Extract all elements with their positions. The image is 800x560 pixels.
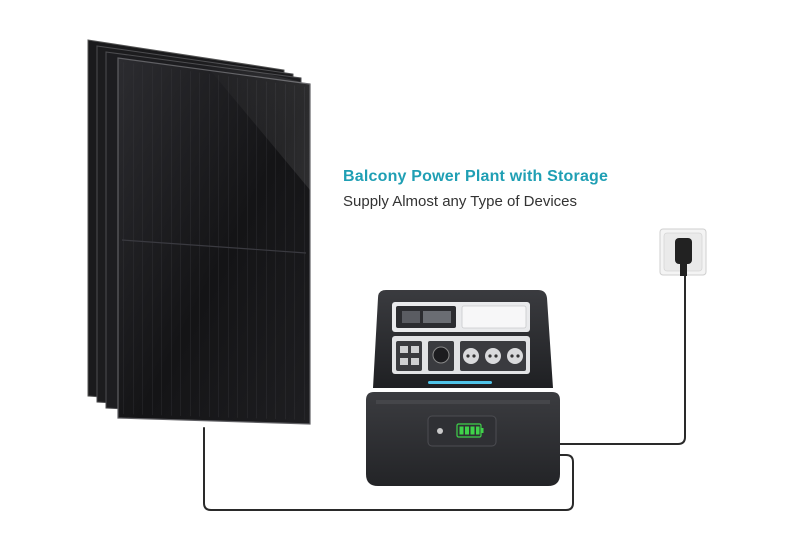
solar-panel-icon [117,57,311,425]
subline: Supply Almost any Type of Devices [343,193,578,210]
headline: Balcony Power Plant with Storage [343,168,609,185]
caption-block: Balcony Power Plant with Storage Supply … [343,168,608,210]
panel-to-station-cable [203,427,574,511]
battery-level-indicator-icon [456,423,484,438]
station-to-socket-cable [552,274,686,445]
battery-base-icon [366,392,560,486]
power-station-icon [373,290,553,388]
light-strip [428,381,492,384]
power-cable-icon [203,274,686,511]
wall-socket-icon [659,228,707,276]
solar-panel-stack [87,39,311,425]
